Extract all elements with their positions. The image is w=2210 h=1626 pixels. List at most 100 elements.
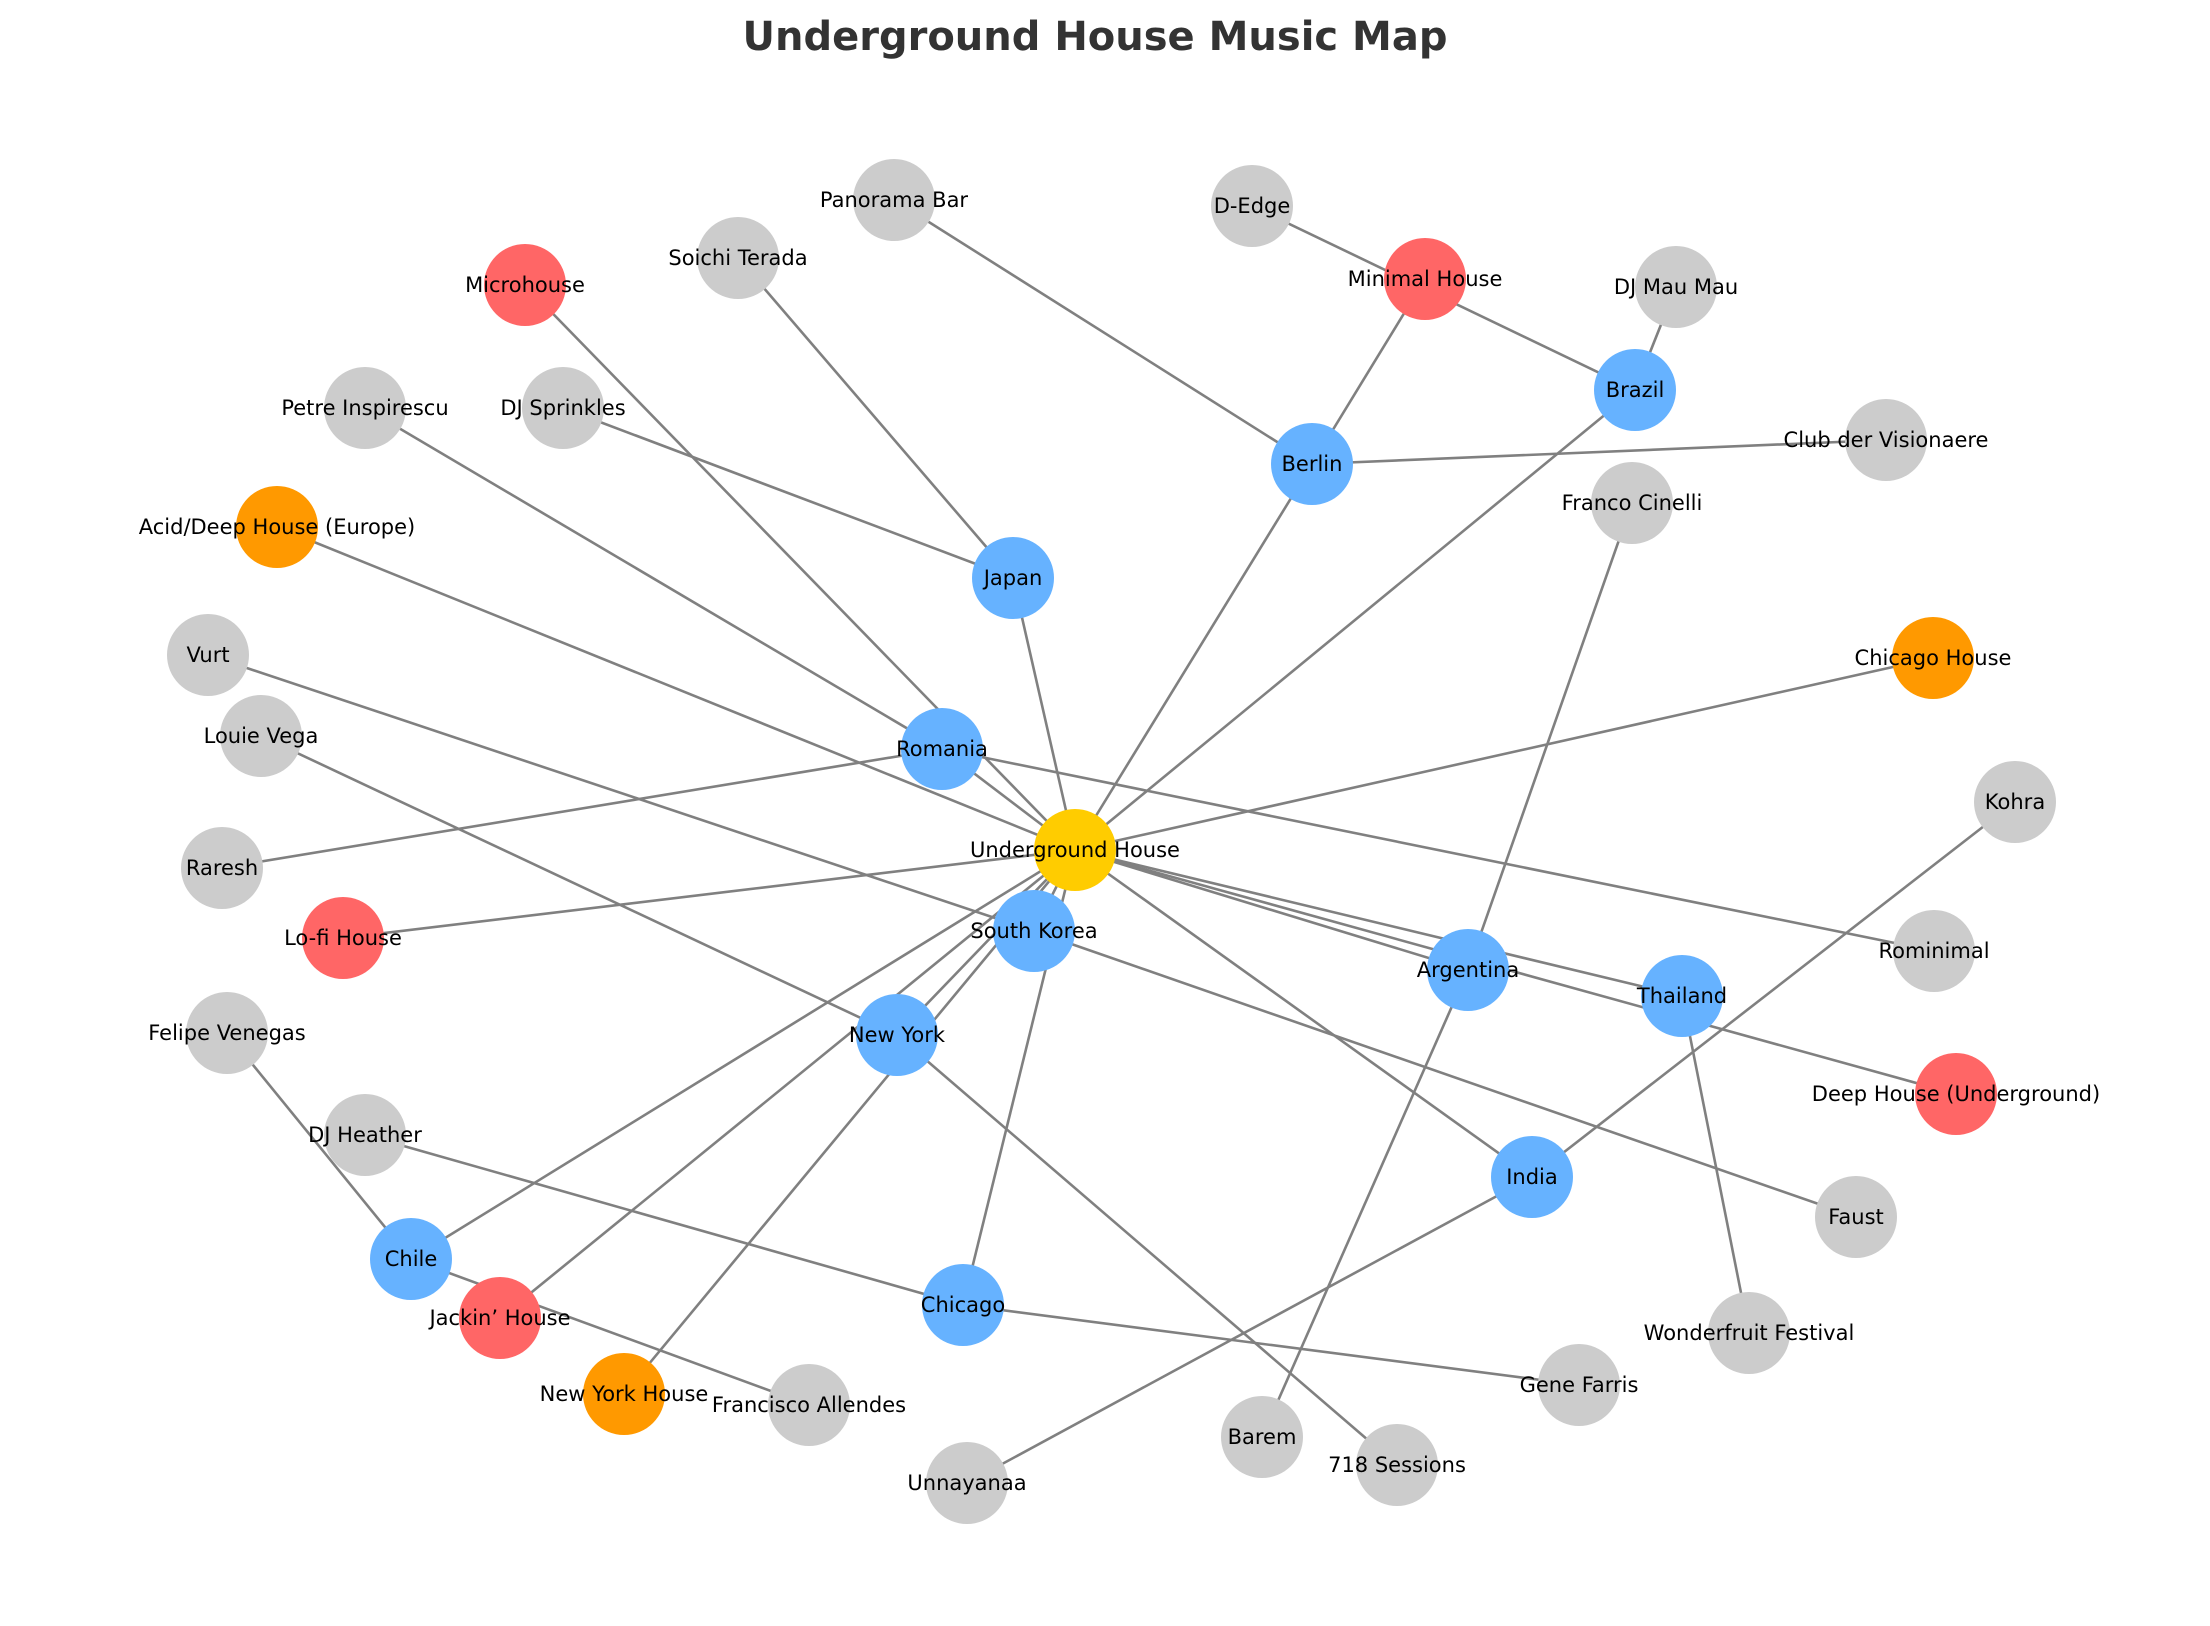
node-label-francisco-allendes: Francisco Allendes bbox=[712, 1393, 906, 1417]
node-label-louie-vega: Louie Vega bbox=[204, 724, 319, 748]
node-acid-deep-house-europe: Acid/Deep House (Europe) bbox=[139, 486, 415, 568]
node-circle-india bbox=[1491, 1136, 1573, 1218]
edge-chile-to-francisco-allendes bbox=[410, 1257, 810, 1407]
node-club-der-visionaere: Club der Visionaere bbox=[1784, 399, 1989, 481]
node-lo-fi-house: Lo-fi House bbox=[284, 897, 402, 979]
node-chile: Chile bbox=[370, 1218, 452, 1300]
node-label-microhouse: Microhouse bbox=[465, 273, 585, 297]
node-circle-argentina bbox=[1427, 929, 1509, 1011]
node-label-argentina: Argentina bbox=[1417, 958, 1519, 982]
edge-thailand-to-wonderfruit-festival bbox=[1680, 995, 1751, 1334]
node-dj-mau-mau: DJ Mau Mau bbox=[1614, 246, 1738, 328]
edge-underground-house-to-brazil bbox=[1074, 388, 1636, 852]
node-label-jackin-house: Jackin’ House bbox=[427, 1306, 570, 1330]
node-circle-chicago bbox=[922, 1264, 1004, 1346]
node-label-new-york-house: New York House bbox=[540, 1382, 709, 1406]
node-kohra: Kohra bbox=[1974, 761, 2056, 843]
node-petre-inspirescu: Petre Inspirescu bbox=[281, 367, 449, 449]
node-label-718-sessions: 718 Sessions bbox=[1328, 1453, 1466, 1477]
node-label-japan: Japan bbox=[982, 566, 1043, 590]
node-circle-faust bbox=[1815, 1176, 1897, 1258]
edge-chicago-to-gene-farris bbox=[962, 1303, 1580, 1387]
node-label-petre-inspirescu: Petre Inspirescu bbox=[281, 396, 448, 420]
node-franco-cinelli: Franco Cinelli bbox=[1562, 462, 1703, 544]
node-label-romania: Romania bbox=[896, 737, 988, 761]
node-louie-vega: Louie Vega bbox=[204, 695, 319, 777]
node-new-york: New York bbox=[849, 994, 946, 1076]
node-wonderfruit-festival: Wonderfruit Festival bbox=[1644, 1292, 1854, 1374]
edge-romania-to-petre-inspirescu bbox=[364, 406, 943, 751]
node-circle-new-york-house bbox=[583, 1353, 665, 1435]
node-circle-new-york bbox=[856, 994, 938, 1076]
edge-india-to-kohra bbox=[1531, 800, 2016, 1179]
node-circle-wonderfruit-festival bbox=[1708, 1292, 1790, 1374]
node-label-barem: Barem bbox=[1228, 1425, 1297, 1449]
node-circle-unnayanaa bbox=[926, 1442, 1008, 1524]
node-circle-berlin bbox=[1271, 423, 1353, 505]
node-label-chile: Chile bbox=[385, 1247, 438, 1271]
node-circle-microhouse bbox=[484, 244, 566, 326]
node-circle-thailand bbox=[1641, 955, 1723, 1037]
node-circle-vurt bbox=[167, 614, 249, 696]
node-barem: Barem bbox=[1221, 1396, 1303, 1478]
node-circle-japan bbox=[972, 537, 1054, 619]
node-label-panorama-bar: Panorama Bar bbox=[820, 188, 969, 212]
node-new-york-house: New York House bbox=[540, 1353, 709, 1435]
edge-south-korea-to-vurt bbox=[207, 653, 1035, 933]
edge-india-to-unnayanaa bbox=[966, 1175, 1533, 1485]
node-label-franco-cinelli: Franco Cinelli bbox=[1562, 491, 1703, 515]
node-label-d-edge: D-Edge bbox=[1214, 194, 1291, 218]
node-circle-barem bbox=[1221, 1396, 1303, 1478]
node-circle-chicago-house bbox=[1892, 617, 1974, 699]
node-circle-dj-heather bbox=[324, 1094, 406, 1176]
node-underground-house: Underground House bbox=[970, 809, 1180, 891]
node-label-club-der-visionaere: Club der Visionaere bbox=[1784, 428, 1989, 452]
node-circle-louie-vega bbox=[220, 695, 302, 777]
node-label-raresh: Raresh bbox=[186, 856, 258, 880]
edge-japan-to-dj-sprinkles bbox=[562, 406, 1014, 580]
node-circle-rominimal bbox=[1893, 910, 1975, 992]
node-label-unnayanaa: Unnayanaa bbox=[907, 1471, 1026, 1495]
node-gene-farris: Gene Farris bbox=[1520, 1344, 1639, 1426]
node-circle-gene-farris bbox=[1538, 1344, 1620, 1426]
node-circle-kohra bbox=[1974, 761, 2056, 843]
node-label-gene-farris: Gene Farris bbox=[1520, 1373, 1639, 1397]
node-label-lo-fi-house: Lo-fi House bbox=[284, 926, 402, 950]
node-unnayanaa: Unnayanaa bbox=[907, 1442, 1027, 1524]
node-circle-718-sessions bbox=[1356, 1424, 1438, 1506]
node-label-minimal-house: Minimal House bbox=[1348, 267, 1503, 291]
edge-underground-house-to-chile bbox=[410, 848, 1076, 1261]
node-label-faust: Faust bbox=[1828, 1205, 1884, 1229]
edge-romania-to-rominimal bbox=[941, 747, 1935, 953]
edge-new-york-to-718-sessions bbox=[896, 1034, 1398, 1466]
node-label-felipe-venegas: Felipe Venegas bbox=[148, 1021, 305, 1045]
node-dj-heather: DJ Heather bbox=[308, 1094, 422, 1176]
edge-new-york-to-louie-vega bbox=[260, 734, 898, 1037]
node-vurt: Vurt bbox=[167, 614, 249, 696]
node-circle-dj-sprinkles bbox=[522, 367, 604, 449]
node-label-south-korea: South Korea bbox=[970, 919, 1097, 943]
node-label-chicago-house: Chicago House bbox=[1855, 646, 2012, 670]
node-circle-d-edge bbox=[1211, 165, 1293, 247]
edge-underground-house-to-deep-house-underground bbox=[1074, 848, 1957, 1096]
node-minimal-house: Minimal House bbox=[1348, 238, 1503, 320]
node-circle-raresh bbox=[181, 827, 263, 909]
node-label-chicago: Chicago bbox=[921, 1293, 1005, 1317]
node-718-sessions: 718 Sessions bbox=[1328, 1424, 1466, 1506]
node-soichi-terada: Soichi Terada bbox=[668, 217, 808, 299]
edge-underground-house-to-jackin-house bbox=[499, 848, 1076, 1320]
node-jackin-house: Jackin’ House bbox=[427, 1277, 571, 1359]
node-circle-francisco-allendes bbox=[768, 1364, 850, 1446]
node-label-brazil: Brazil bbox=[1606, 378, 1665, 402]
node-deep-house-underground: Deep House (Underground) bbox=[1812, 1053, 2100, 1135]
node-chicago-house: Chicago House bbox=[1855, 617, 2012, 699]
node-south-korea: South Korea bbox=[970, 890, 1098, 972]
edge-chicago-to-dj-heather bbox=[364, 1133, 964, 1307]
edge-berlin-to-panorama-bar bbox=[893, 198, 1313, 466]
node-label-vurt: Vurt bbox=[186, 643, 229, 667]
node-brazil: Brazil bbox=[1594, 349, 1676, 431]
node-raresh: Raresh bbox=[181, 827, 263, 909]
edge-argentina-to-barem bbox=[1260, 969, 1470, 1438]
edge-underground-house-to-acid-deep-house-europe bbox=[276, 525, 1076, 852]
node-circle-romania bbox=[901, 708, 983, 790]
